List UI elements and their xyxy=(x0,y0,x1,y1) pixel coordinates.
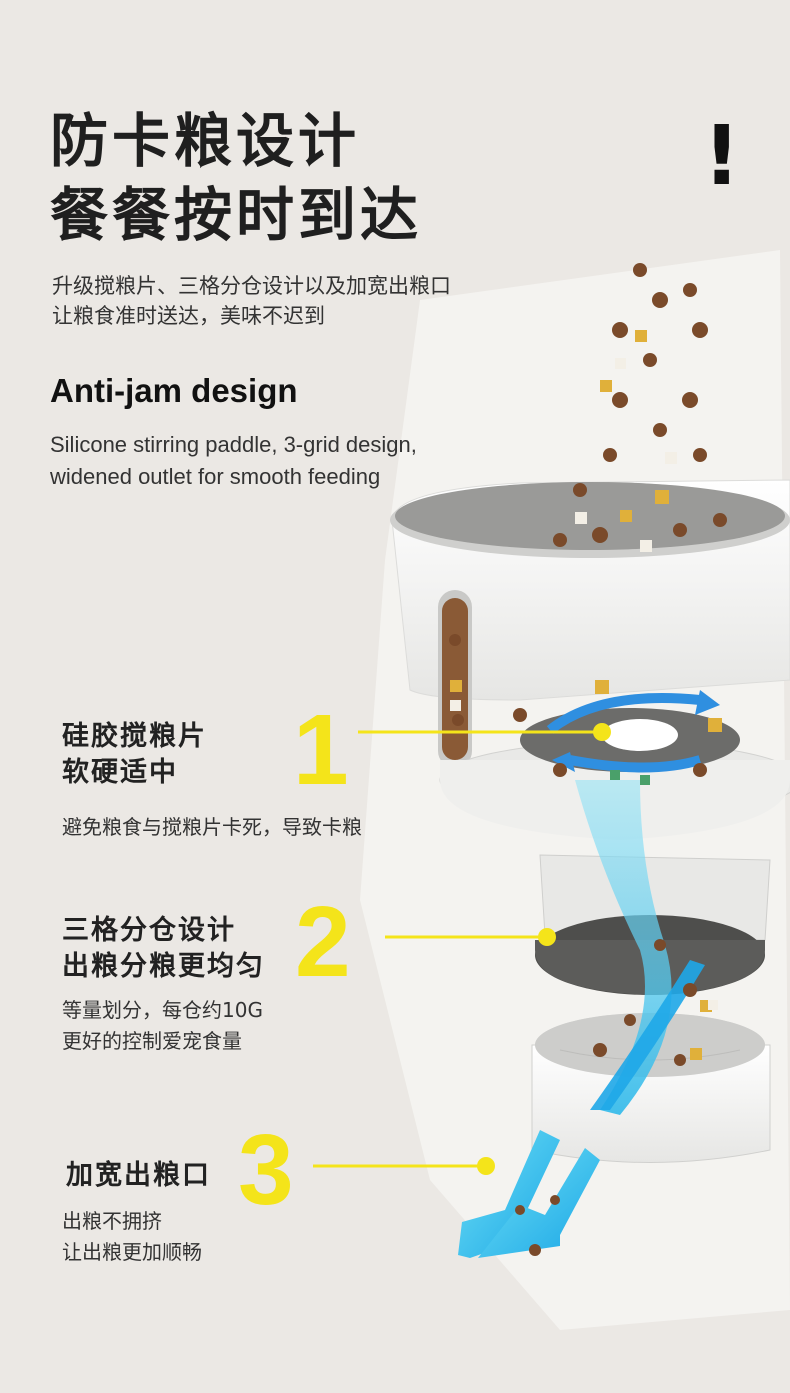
paddle-hub xyxy=(602,719,678,751)
feature-2-title-line1: 三格分仓设计 xyxy=(62,915,236,946)
feature-2-desc-line2: 更好的控制爱宠食量 xyxy=(62,1029,242,1053)
english-line2: widened outlet for smooth feeding xyxy=(50,464,381,489)
feature-2-number: 2 xyxy=(295,886,351,998)
exclamation-icon: ! xyxy=(703,109,741,204)
feature-3-desc-line2: 让出粮更加顺畅 xyxy=(62,1240,202,1264)
feature-2-desc-line1: 等量划分，每仓约10G xyxy=(62,998,263,1022)
kibble-pieces xyxy=(449,263,727,1256)
feature-3-desc-line1: 出粮不拥挤 xyxy=(62,1209,162,1233)
feature-1-title-line1: 硅胶搅粮片 xyxy=(62,721,207,752)
english-title: Anti-jam design xyxy=(50,372,298,409)
feature-1-number: 1 xyxy=(293,694,349,806)
headline-line2: 餐餐按时到达 xyxy=(50,181,423,249)
subtitle-cn-line1: 升级搅粮片、三格分仓设计以及加宽出粮口 xyxy=(52,274,451,298)
subtitle-cn-line2: 让粮食准时送达，美味不迟到 xyxy=(52,304,325,328)
hopper xyxy=(390,479,790,768)
feature-1-desc: 避免粮食与搅粮片卡死，导致卡粮 xyxy=(62,815,362,839)
outlet-arrow-left xyxy=(458,1130,560,1258)
feature-3-title: 加宽出粮口 xyxy=(66,1160,211,1191)
callout-lines xyxy=(313,723,611,1175)
feature-2-title-line2: 出粮分粮更均匀 xyxy=(62,951,265,982)
feature-3-number: 3 xyxy=(238,1114,294,1226)
outlet-arrow-right xyxy=(478,1148,600,1258)
english-line1: Silicone stirring paddle, 3-grid design, xyxy=(50,432,417,457)
headline-line1: 防卡粮设计 xyxy=(50,107,361,175)
feature-1-title-line2: 软硬适中 xyxy=(62,757,178,788)
